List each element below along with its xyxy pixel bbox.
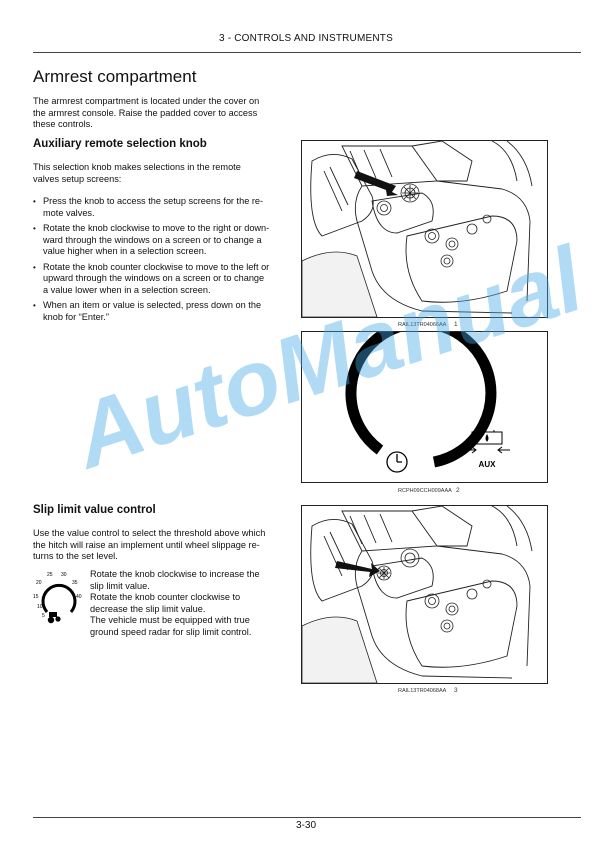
aux-label: AUX bbox=[479, 460, 497, 469]
dial-label: 15 bbox=[33, 594, 39, 600]
slip-line: ground speed radar for slip limit contro… bbox=[90, 626, 252, 637]
bullet-line: value higher when in a selection screen. bbox=[43, 246, 207, 256]
page-number: 3-30 bbox=[295, 820, 316, 831]
bullet-line: Rotate the knob clockwise to move to the… bbox=[43, 223, 270, 233]
bullet-line: a value lower when in a selection screen… bbox=[43, 284, 211, 295]
footer-rule bbox=[33, 817, 581, 818]
header-rule bbox=[33, 52, 581, 53]
bullet-line: ward through the windows on a screen or … bbox=[43, 234, 262, 245]
aux-bullet-list: Press the knob to access the setup scree… bbox=[33, 196, 291, 327]
dial-arc bbox=[345, 332, 497, 468]
figure-caption: RAIL13TR04066AA bbox=[398, 322, 447, 328]
intro-line: turns to the set level. bbox=[33, 551, 118, 561]
dial-label: 30 bbox=[61, 572, 67, 578]
slip-line: Rotate the knob counter clockwise to bbox=[90, 592, 241, 603]
bullet-line: upward through the windows on a screen o… bbox=[43, 273, 265, 283]
bullet-line: mote valves. bbox=[43, 207, 95, 218]
intro-line: these controls. bbox=[33, 119, 93, 129]
figure-aux-display: AUX bbox=[301, 331, 548, 483]
page-header: 3 - CONTROLS AND INSTRUMENTS bbox=[219, 33, 393, 44]
armrest-console-illustration bbox=[302, 506, 533, 683]
slip-instructions: Rotate the knob clockwise to increase th… bbox=[90, 569, 295, 639]
figure-caption: RCPH09CCH009AAA bbox=[398, 488, 452, 494]
section-title: Armrest compartment bbox=[33, 67, 197, 86]
section-intro: The armrest compartment is located under… bbox=[33, 96, 291, 131]
bullet-item: Rotate the knob counter clockwise to mov… bbox=[33, 262, 291, 297]
pointer-arrow bbox=[335, 561, 380, 577]
dial-label: 5 bbox=[42, 613, 45, 619]
slip-line: Rotate the knob clockwise to increase th… bbox=[90, 569, 260, 579]
slip-limit-heading: Slip limit value control bbox=[33, 504, 156, 516]
intro-line: This selection knob makes selections in … bbox=[33, 162, 241, 172]
intro-line: the armrest console. Raise the padded co… bbox=[33, 107, 258, 118]
dial-label: 25 bbox=[47, 572, 53, 578]
pointer-arrow bbox=[354, 171, 398, 196]
tractor-icon bbox=[47, 612, 61, 624]
bullet-item: Rotate the knob clockwise to move to the… bbox=[33, 223, 291, 258]
bullet-item: When an item or value is selected, press… bbox=[33, 300, 291, 323]
dial-label: 40 bbox=[76, 594, 82, 600]
figure-number: 3 bbox=[454, 687, 458, 694]
aux-hydraulic-icon bbox=[464, 430, 510, 454]
slip-limit-dial-icon: 25 30 20 35 15 40 10 5 bbox=[33, 572, 82, 624]
intro-line: the hitch will raise an implement until … bbox=[33, 539, 260, 550]
dial-label: 35 bbox=[72, 580, 78, 586]
dial-label: 20 bbox=[36, 580, 42, 586]
slip-line: The vehicle must be equipped with true bbox=[90, 615, 250, 626]
bullet-line: Press the knob to access the setup scree… bbox=[43, 196, 264, 206]
clock-icon bbox=[386, 451, 408, 473]
aux-display-illustration: AUX bbox=[345, 332, 510, 473]
intro-line: The armrest compartment is located under… bbox=[33, 96, 260, 106]
bullet-line: Rotate the knob counter clockwise to mov… bbox=[43, 261, 270, 272]
slip-intro: Use the value control to select the thre… bbox=[33, 528, 291, 563]
figure-number: 1 bbox=[454, 321, 458, 328]
intro-line: Use the value control to select the thre… bbox=[33, 528, 266, 538]
dial-label: 10 bbox=[37, 604, 43, 610]
figure-caption: RAIL13TR04068AA bbox=[398, 688, 447, 694]
armrest-console-illustration bbox=[302, 141, 533, 317]
aux-intro: This selection knob makes selections in … bbox=[33, 162, 291, 185]
aux-knob-heading: Auxiliary remote selection knob bbox=[33, 138, 207, 150]
bullet-line: knob for “Enter.” bbox=[43, 311, 109, 322]
slip-line: slip limit value. bbox=[90, 580, 150, 591]
intro-line: valves setup screens: bbox=[33, 173, 122, 184]
figure-slip-knob bbox=[301, 505, 548, 684]
bullet-line: When an item or value is selected, press… bbox=[43, 300, 262, 310]
slip-line: decrease the slip limit value. bbox=[90, 603, 206, 614]
figure-number: 2 bbox=[456, 487, 460, 494]
bullet-item: Press the knob to access the setup scree… bbox=[33, 196, 291, 219]
figure-armrest-knob bbox=[301, 140, 548, 318]
